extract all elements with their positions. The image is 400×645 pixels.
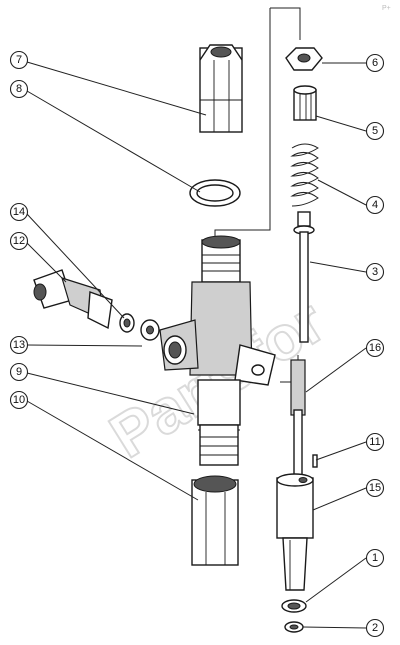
callout-2: 2 xyxy=(365,618,385,638)
part-injector-body xyxy=(159,235,276,466)
callout-4: 4 xyxy=(365,195,385,215)
callout-7: 7 xyxy=(9,50,29,70)
callout-6: 6 xyxy=(365,53,385,73)
callout-8: 8 xyxy=(9,79,29,99)
callout-6-label: 6 xyxy=(372,57,378,69)
callout-13: 13 xyxy=(9,335,29,355)
part-small-washer-14 xyxy=(119,313,135,333)
leader-3 xyxy=(309,261,367,273)
part-nozzle-cap-nut xyxy=(191,475,239,566)
callout-14-label: 14 xyxy=(13,206,25,218)
part-needle xyxy=(290,359,306,481)
callout-13-label: 13 xyxy=(13,339,25,351)
callout-9: 9 xyxy=(9,362,29,382)
part-nozzle-washer xyxy=(281,599,307,613)
callout-2-label: 2 xyxy=(372,622,378,634)
callout-4-label: 4 xyxy=(372,199,378,211)
callout-9-label: 9 xyxy=(16,366,22,378)
callout-12: 12 xyxy=(9,231,29,251)
part-washer-13 xyxy=(140,319,160,341)
callout-7-label: 7 xyxy=(16,54,22,66)
leader-8 xyxy=(26,90,201,193)
part-nozzle-body xyxy=(276,473,314,591)
leader-9 xyxy=(26,372,195,415)
callout-11-label: 11 xyxy=(369,436,380,448)
part-cap-nut-upper xyxy=(199,44,243,133)
callout-1: 1 xyxy=(365,548,385,568)
leader-4 xyxy=(317,179,367,206)
leader-2 xyxy=(302,626,367,629)
part-inlet-connector xyxy=(33,269,113,330)
leader-14 xyxy=(26,213,125,319)
callout-10-label: 10 xyxy=(13,394,25,406)
callout-8-label: 8 xyxy=(16,83,22,95)
callout-3-label: 3 xyxy=(372,266,378,278)
leader-5 xyxy=(315,115,367,132)
leader-7 xyxy=(26,61,207,116)
leader-11 xyxy=(315,441,367,461)
leader-15 xyxy=(312,487,367,511)
leader-1 xyxy=(305,557,367,603)
callout-1-label: 1 xyxy=(372,552,378,564)
part-spring-cap xyxy=(293,85,317,121)
callout-5: 5 xyxy=(365,121,385,141)
callout-14: 14 xyxy=(9,202,29,222)
callout-16-label: 16 xyxy=(369,342,381,354)
leader-16 xyxy=(305,347,367,393)
part-small-seal xyxy=(284,621,304,633)
part-sealing-washer xyxy=(189,179,241,207)
part-spring xyxy=(290,143,319,207)
part-dowel-pin xyxy=(312,454,318,468)
leader-12 xyxy=(26,242,67,283)
callout-3: 3 xyxy=(365,262,385,282)
leader-10 xyxy=(26,400,199,501)
callout-5-label: 5 xyxy=(372,125,378,137)
callout-11: 11 xyxy=(365,432,385,452)
leader-13 xyxy=(26,344,143,347)
callout-16: 16 xyxy=(365,338,385,358)
assembly-path-top xyxy=(270,7,301,40)
callout-12-label: 12 xyxy=(13,235,25,247)
callout-15: 15 xyxy=(365,478,385,498)
part-pushrod xyxy=(293,211,315,343)
corner-mark: P+ xyxy=(382,5,391,12)
part-adjusting-nut xyxy=(285,47,323,71)
callout-10: 10 xyxy=(9,390,29,410)
callout-15-label: 15 xyxy=(369,482,381,494)
